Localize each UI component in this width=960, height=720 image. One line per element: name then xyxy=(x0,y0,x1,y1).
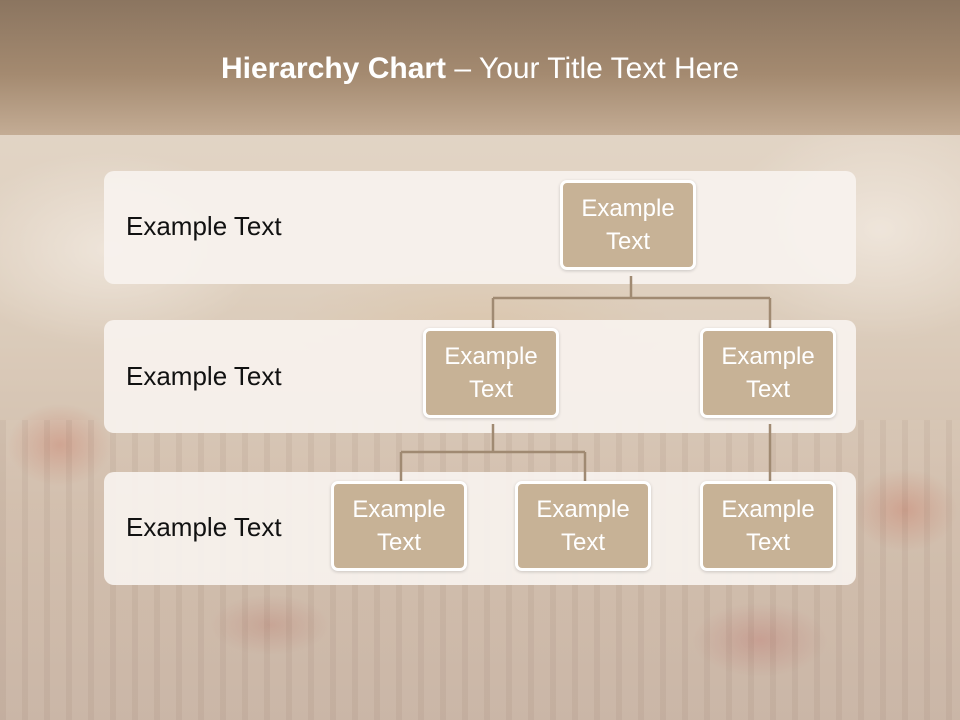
node-text: Example Text xyxy=(352,496,446,556)
node-text: Example Text xyxy=(444,343,538,403)
title-band xyxy=(0,0,960,135)
level-label-1: Example Text xyxy=(126,211,282,241)
node-text: Example Text xyxy=(721,496,815,556)
node-text: Example Text xyxy=(581,195,675,255)
node-text: Example Text xyxy=(721,343,815,403)
hierarchy-node-level3-1[interactable]: Example Text xyxy=(331,481,467,571)
title-bold-part: Hierarchy Chart xyxy=(220,52,447,85)
hierarchy-node-level3-3[interactable]: Example Text xyxy=(700,481,836,571)
hierarchy-node-level3-2[interactable]: Example Text xyxy=(515,481,651,571)
level-label-3: Example Text xyxy=(126,512,282,542)
hierarchy-node-root[interactable]: Example Text xyxy=(560,180,696,270)
title-rest: Your Title Text Here xyxy=(478,52,740,85)
hierarchy-node-level2-left[interactable]: Example Text xyxy=(423,328,559,418)
node-text: Example Text xyxy=(536,496,630,556)
level-label-2: Example Text xyxy=(126,361,282,391)
slide-title: Hierarchy Chart – Your Title Text Here xyxy=(0,52,960,86)
title-separator: – xyxy=(454,52,472,85)
level-band-1 xyxy=(104,171,856,284)
hierarchy-node-level2-right[interactable]: Example Text xyxy=(700,328,836,418)
